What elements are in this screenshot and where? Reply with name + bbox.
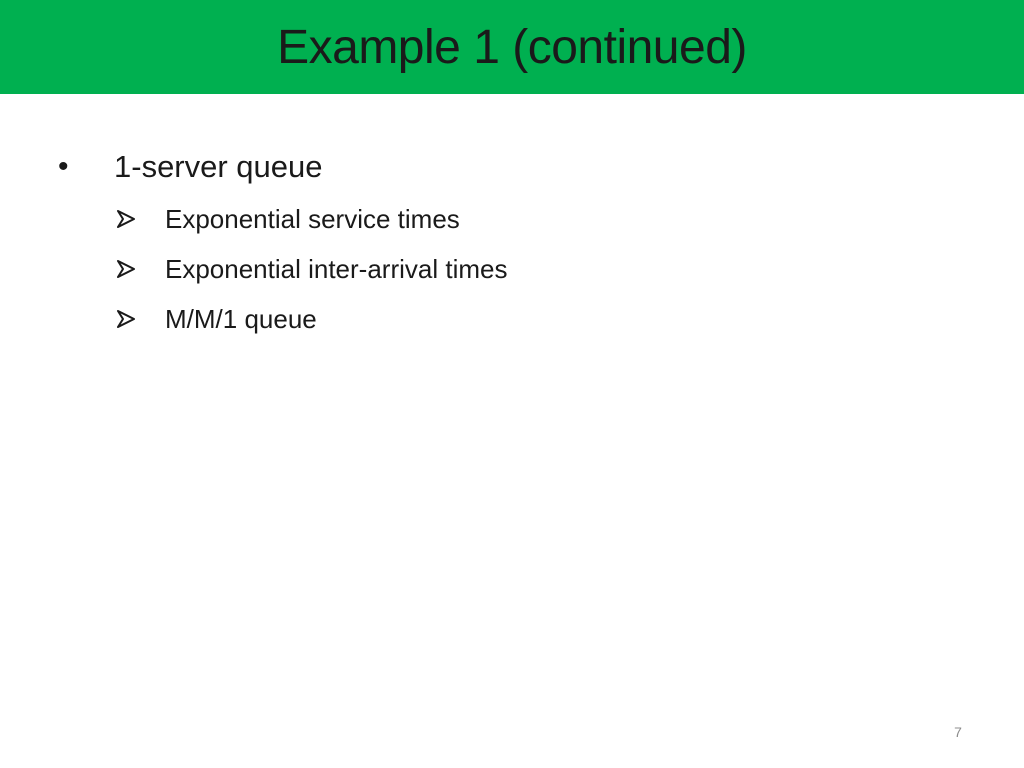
sub-bullet-text: Exponential service times <box>165 204 460 234</box>
sub-bullet-text: Exponential inter-arrival times <box>165 254 508 284</box>
page-number: 7 <box>954 724 962 740</box>
slide-title: Example 1 (continued) <box>277 21 747 74</box>
bullet-text: 1-server queue <box>114 149 323 184</box>
bullet-marker: • <box>58 150 69 183</box>
sub-bullet-text: M/M/1 queue <box>165 304 317 334</box>
arrowhead-bullet-icon <box>117 310 135 328</box>
arrowhead-bullet-icon <box>117 210 135 228</box>
arrowhead-bullet-icon <box>117 260 135 278</box>
title-bar <box>0 0 1024 94</box>
